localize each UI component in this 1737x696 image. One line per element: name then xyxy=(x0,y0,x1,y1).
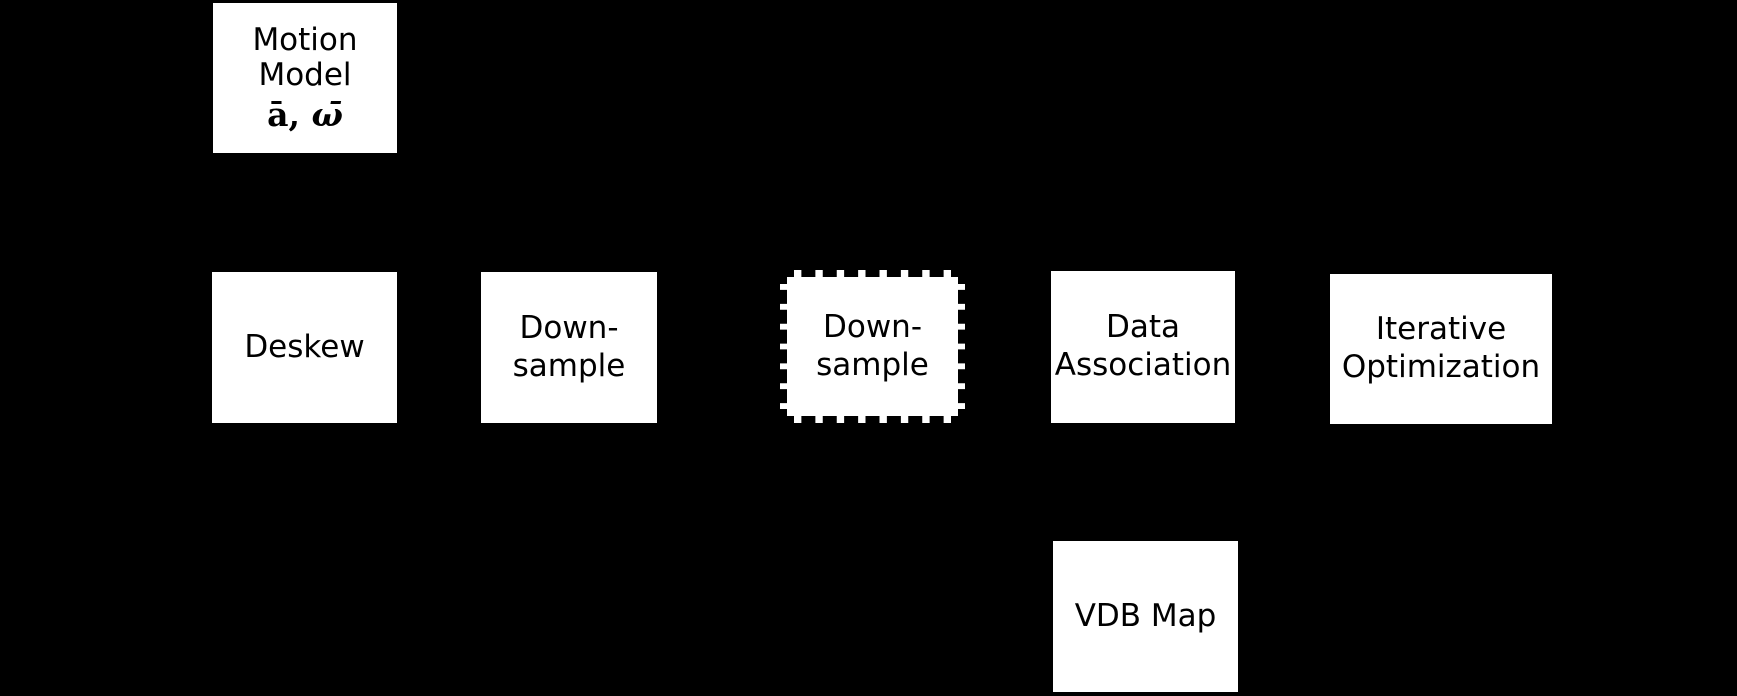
motion-model-math-symbols: ā, ω̄ xyxy=(267,96,343,133)
math-separator: , xyxy=(288,94,312,134)
node-label-line: Model xyxy=(258,56,352,93)
node-iterative-optimization: Iterative Optimization xyxy=(1330,274,1552,424)
node-label-line: Iterative xyxy=(1375,311,1507,348)
node-label-line: Association xyxy=(1054,347,1232,383)
node-vdb-map: VDB Map xyxy=(1053,541,1238,692)
node-downsample-first: Down- sample xyxy=(481,272,657,423)
node-label-line: Optimization xyxy=(1341,349,1541,385)
node-label-line: sample xyxy=(512,347,626,384)
node-label-line: Motion xyxy=(252,21,358,58)
node-deskew: Deskew xyxy=(212,272,397,423)
node-label-line: Down- xyxy=(822,308,923,345)
node-motion-model: Motion Model ā, ω̄ xyxy=(213,3,397,153)
omega-bar-symbol: ω̄ xyxy=(311,94,343,134)
node-label-line: VDB Map xyxy=(1074,597,1217,634)
node-label-line: sample xyxy=(816,346,929,383)
node-label-line: Data xyxy=(1105,309,1181,346)
node-downsample-second-dashed: Down- sample xyxy=(780,270,965,423)
node-label-line: Down- xyxy=(519,309,619,346)
node-label-line: Deskew xyxy=(244,328,365,365)
a-bar-symbol: ā xyxy=(267,94,289,134)
node-data-association: Data Association xyxy=(1051,271,1235,423)
